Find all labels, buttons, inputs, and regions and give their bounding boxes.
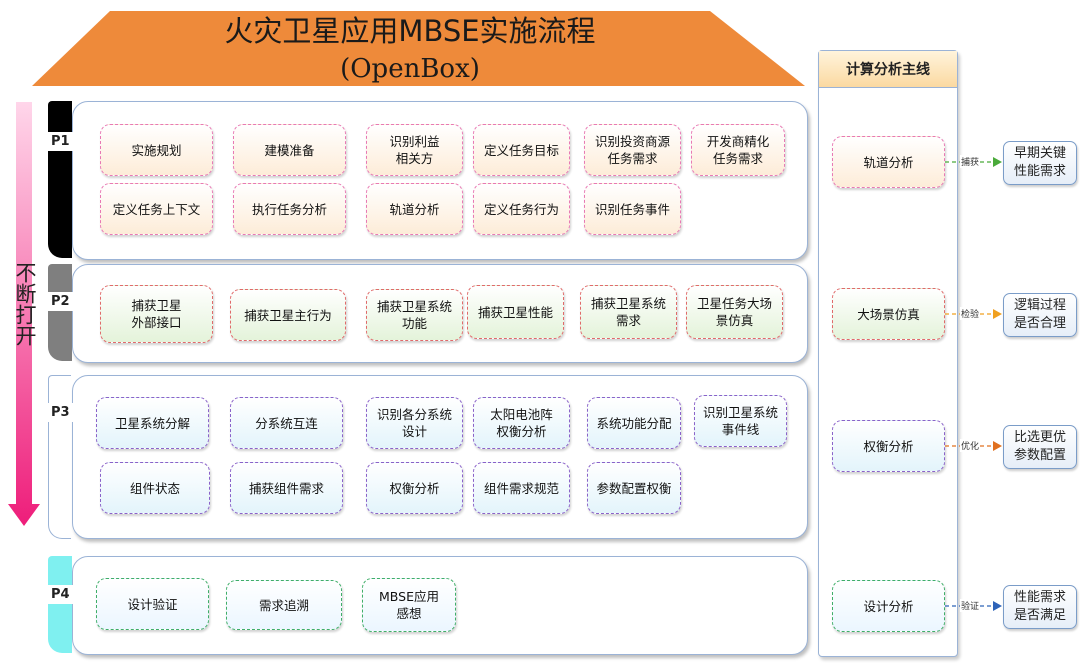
phase-p3-tab	[48, 375, 71, 539]
p2-item[interactable]: 捕获卫星主行为	[230, 289, 346, 341]
phase-p3-label: P3	[48, 403, 73, 422]
p3-item[interactable]: 识别各分系统设计	[366, 397, 463, 449]
p3-item[interactable]: 识别卫星系统事件线	[694, 395, 787, 447]
p2-item[interactable]: 捕获卫星系统需求	[580, 285, 677, 339]
p3-item[interactable]: 太阳电池阵权衡分析	[473, 397, 570, 449]
analysis-item-tradeoff[interactable]: 权衡分析	[832, 420, 945, 472]
p3-item[interactable]: 卫星系统分解	[96, 397, 209, 449]
p1-item[interactable]: 定义任务目标	[473, 124, 570, 176]
phase-p2-label: P2	[48, 292, 73, 311]
p1-item[interactable]: 建模准备	[233, 124, 346, 176]
phase-p1-label: P1	[48, 132, 73, 151]
phase-p1-tab	[48, 101, 72, 258]
p1-item[interactable]: 实施规划	[100, 124, 213, 176]
p1-item[interactable]: 识别利益相关方	[366, 124, 463, 176]
connector-label-verify: 检验	[960, 307, 981, 320]
banner-shape	[32, 11, 805, 86]
result-early-key-requirements: 早期关键性能需求	[1003, 141, 1077, 185]
phase-p4-tab	[48, 556, 72, 653]
p2-item[interactable]: 卫星任务大场景仿真	[686, 285, 783, 339]
connector-lines	[945, 157, 1002, 611]
p3-item[interactable]: 组件需求规范	[473, 462, 570, 514]
p1-item[interactable]: 识别投资商源任务需求	[584, 124, 681, 176]
p3-item[interactable]: 组件状态	[100, 462, 210, 514]
analysis-header: 计算分析主线	[819, 51, 957, 88]
p4-item[interactable]: MBSE应用感想	[362, 578, 456, 632]
iteration-arrow	[8, 102, 40, 526]
p3-item[interactable]: 权衡分析	[366, 462, 463, 514]
p1-item[interactable]: 定义任务上下文	[100, 183, 213, 235]
p1-item[interactable]: 识别任务事件	[584, 183, 681, 235]
page-subtitle: (OpenBox)	[340, 54, 480, 84]
p2-item[interactable]: 捕获卫星性能	[467, 285, 564, 339]
connector-label-optimize: 优化	[960, 439, 981, 452]
phase-p2-tab	[48, 264, 72, 361]
result-logic-reasonable: 逻辑过程是否合理	[1003, 293, 1077, 337]
p1-item[interactable]: 定义任务行为	[473, 183, 570, 235]
p3-item[interactable]: 参数配置权衡	[587, 462, 681, 514]
p3-item[interactable]: 分系统互连	[230, 397, 343, 449]
connector-label-capture: 捕获	[960, 155, 981, 168]
p2-item[interactable]: 捕获卫星外部接口	[100, 285, 213, 343]
down-arrow-icon	[8, 102, 40, 526]
iteration-label: 不断打开	[13, 262, 37, 346]
p4-item[interactable]: 需求追溯	[226, 580, 342, 630]
analysis-item-scene-sim[interactable]: 大场景仿真	[832, 288, 945, 340]
p3-item[interactable]: 捕获组件需求	[230, 462, 343, 514]
result-requirements-met: 性能需求是否满足	[1003, 585, 1077, 629]
p3-item[interactable]: 系统功能分配	[587, 397, 681, 449]
result-better-config: 比选更优参数配置	[1003, 425, 1077, 469]
page-title: 火灾卫星应用MBSE实施流程	[224, 14, 596, 48]
p1-item[interactable]: 执行任务分析	[233, 183, 346, 235]
connector-label-validate: 验证	[960, 599, 981, 612]
p2-item[interactable]: 捕获卫星系统功能	[366, 289, 463, 341]
p4-item[interactable]: 设计验证	[96, 578, 209, 630]
p1-item[interactable]: 开发商精化任务需求	[691, 124, 785, 176]
title-banner	[32, 11, 805, 86]
analysis-item-design[interactable]: 设计分析	[832, 580, 945, 632]
phase-p4-label: P4	[48, 585, 73, 604]
p1-item[interactable]: 轨道分析	[366, 183, 463, 235]
analysis-item-orbit[interactable]: 轨道分析	[832, 136, 945, 188]
